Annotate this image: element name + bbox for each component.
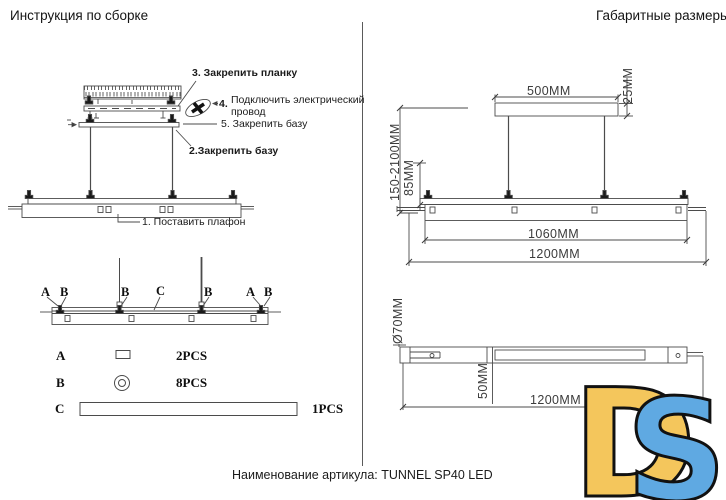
part-label-b3: B bbox=[204, 285, 213, 299]
parts-list-qty-a: 2PCS bbox=[176, 348, 208, 363]
lamp-body bbox=[424, 204, 688, 221]
step1-label: 1. Поставить плафон bbox=[142, 216, 246, 228]
brand-logo: D S bbox=[571, 378, 726, 500]
lamp-top-rail bbox=[27, 198, 237, 205]
dim-85mm bbox=[413, 159, 426, 210]
parts-list-letter-b: B bbox=[56, 375, 65, 390]
screw-hole bbox=[429, 353, 435, 358]
step3-label: 3. Закрепить планку bbox=[192, 67, 298, 79]
part-b-icon bbox=[114, 375, 130, 391]
bolt-icon bbox=[600, 190, 609, 199]
bolt-icon bbox=[55, 305, 65, 314]
dim-label-500mm: 500MM bbox=[527, 84, 571, 98]
part-label-c: C bbox=[156, 284, 166, 298]
track-bar bbox=[51, 307, 269, 325]
leader-step2 bbox=[175, 129, 192, 147]
step4-label-line1: Подключить электрический bbox=[231, 94, 365, 106]
dim-1200mm-front bbox=[405, 211, 710, 266]
leader-b2 bbox=[120, 296, 128, 307]
bolt-icon bbox=[256, 305, 266, 314]
bolt-icon bbox=[86, 190, 95, 199]
bolt-icon bbox=[228, 190, 238, 199]
leader-a-right bbox=[252, 296, 261, 306]
leader-step4 bbox=[211, 101, 218, 106]
dim-label-25mm: 25MM bbox=[621, 67, 635, 104]
front-view-drawing bbox=[396, 78, 710, 266]
dim-1060mm bbox=[421, 221, 691, 244]
right-section-title: Габаритные размеры bbox=[596, 8, 726, 23]
leader-a-left bbox=[46, 296, 59, 307]
base-bar bbox=[78, 122, 180, 128]
part-a-icon bbox=[115, 350, 131, 359]
bolt-icon bbox=[679, 190, 689, 199]
part-label-a2: A bbox=[246, 285, 256, 299]
part-label-b1: B bbox=[60, 285, 69, 299]
dim-label-1200mm-side: 1200MM bbox=[530, 393, 582, 407]
logo-letter-d: D bbox=[572, 378, 697, 500]
leader-c bbox=[153, 296, 161, 311]
inner-tube bbox=[494, 349, 646, 361]
bolt-icon bbox=[423, 190, 433, 199]
bolt-icon bbox=[167, 114, 177, 123]
leader-b1 bbox=[60, 296, 67, 307]
leader-step3 bbox=[177, 80, 197, 107]
parts-list-letter-a: A bbox=[56, 348, 66, 363]
parts-list-qty-c: 1PCS bbox=[312, 401, 344, 416]
left-section-title: Инструкция по сборке bbox=[10, 8, 149, 23]
step4-number: 4. bbox=[219, 98, 228, 110]
dim-label-1060mm: 1060MM bbox=[528, 227, 580, 241]
bolt-icon bbox=[504, 190, 513, 199]
logo-letter-s: S bbox=[626, 378, 726, 500]
dim-label-1200mm-front: 1200MM bbox=[529, 247, 581, 261]
leader-b3 bbox=[202, 296, 210, 307]
assembly-diagram bbox=[8, 80, 254, 223]
step4-label-line2: провод bbox=[231, 106, 266, 118]
bolt-icon bbox=[85, 114, 95, 123]
parts-position-diagram bbox=[40, 257, 281, 325]
article-name: Наименование артикула: TUNNEL SP40 LED bbox=[232, 468, 493, 482]
screw-hole bbox=[675, 353, 681, 358]
part-label-b4: B bbox=[264, 285, 273, 299]
leader-b4 bbox=[263, 296, 271, 307]
bolt-icon bbox=[24, 190, 34, 199]
side-view-drawing bbox=[393, 344, 707, 411]
bolt-icon bbox=[168, 190, 177, 199]
dim-1200mm-side bbox=[399, 356, 707, 411]
ceiling-hatched-bar bbox=[83, 85, 182, 100]
mounting-strip bbox=[83, 105, 181, 112]
parts-list-icons bbox=[79, 350, 298, 416]
leader-step1 bbox=[117, 214, 140, 223]
canopy bbox=[494, 102, 619, 117]
parts-list-letter-c: C bbox=[55, 401, 65, 416]
lamp-top-rail bbox=[419, 198, 689, 205]
lamp-body bbox=[21, 203, 242, 218]
dim-label-50mm: 50MM bbox=[476, 362, 490, 399]
part-label-b2: B bbox=[121, 285, 130, 299]
electrical-wire-icon bbox=[185, 98, 211, 118]
step2-label: 2.Закрепить базу bbox=[189, 145, 279, 157]
dim-25mm bbox=[619, 78, 633, 120]
dim-label-85mm: 85MM bbox=[402, 159, 416, 196]
part-c-icon bbox=[79, 402, 298, 416]
step5-label: 5. Закрепить базу bbox=[221, 118, 308, 130]
parts-list-qty-b: 8PCS bbox=[176, 375, 208, 390]
tube-body bbox=[399, 346, 688, 364]
dim-70mm bbox=[393, 344, 406, 347]
wire-end-arrow-icon bbox=[68, 121, 78, 128]
dim-label-150-2100mm: 150-2100MM bbox=[388, 123, 402, 201]
dim-label-70mm: Ø70MM bbox=[391, 297, 405, 344]
part-label-a1: A bbox=[41, 285, 51, 299]
dim-500mm bbox=[491, 93, 622, 102]
